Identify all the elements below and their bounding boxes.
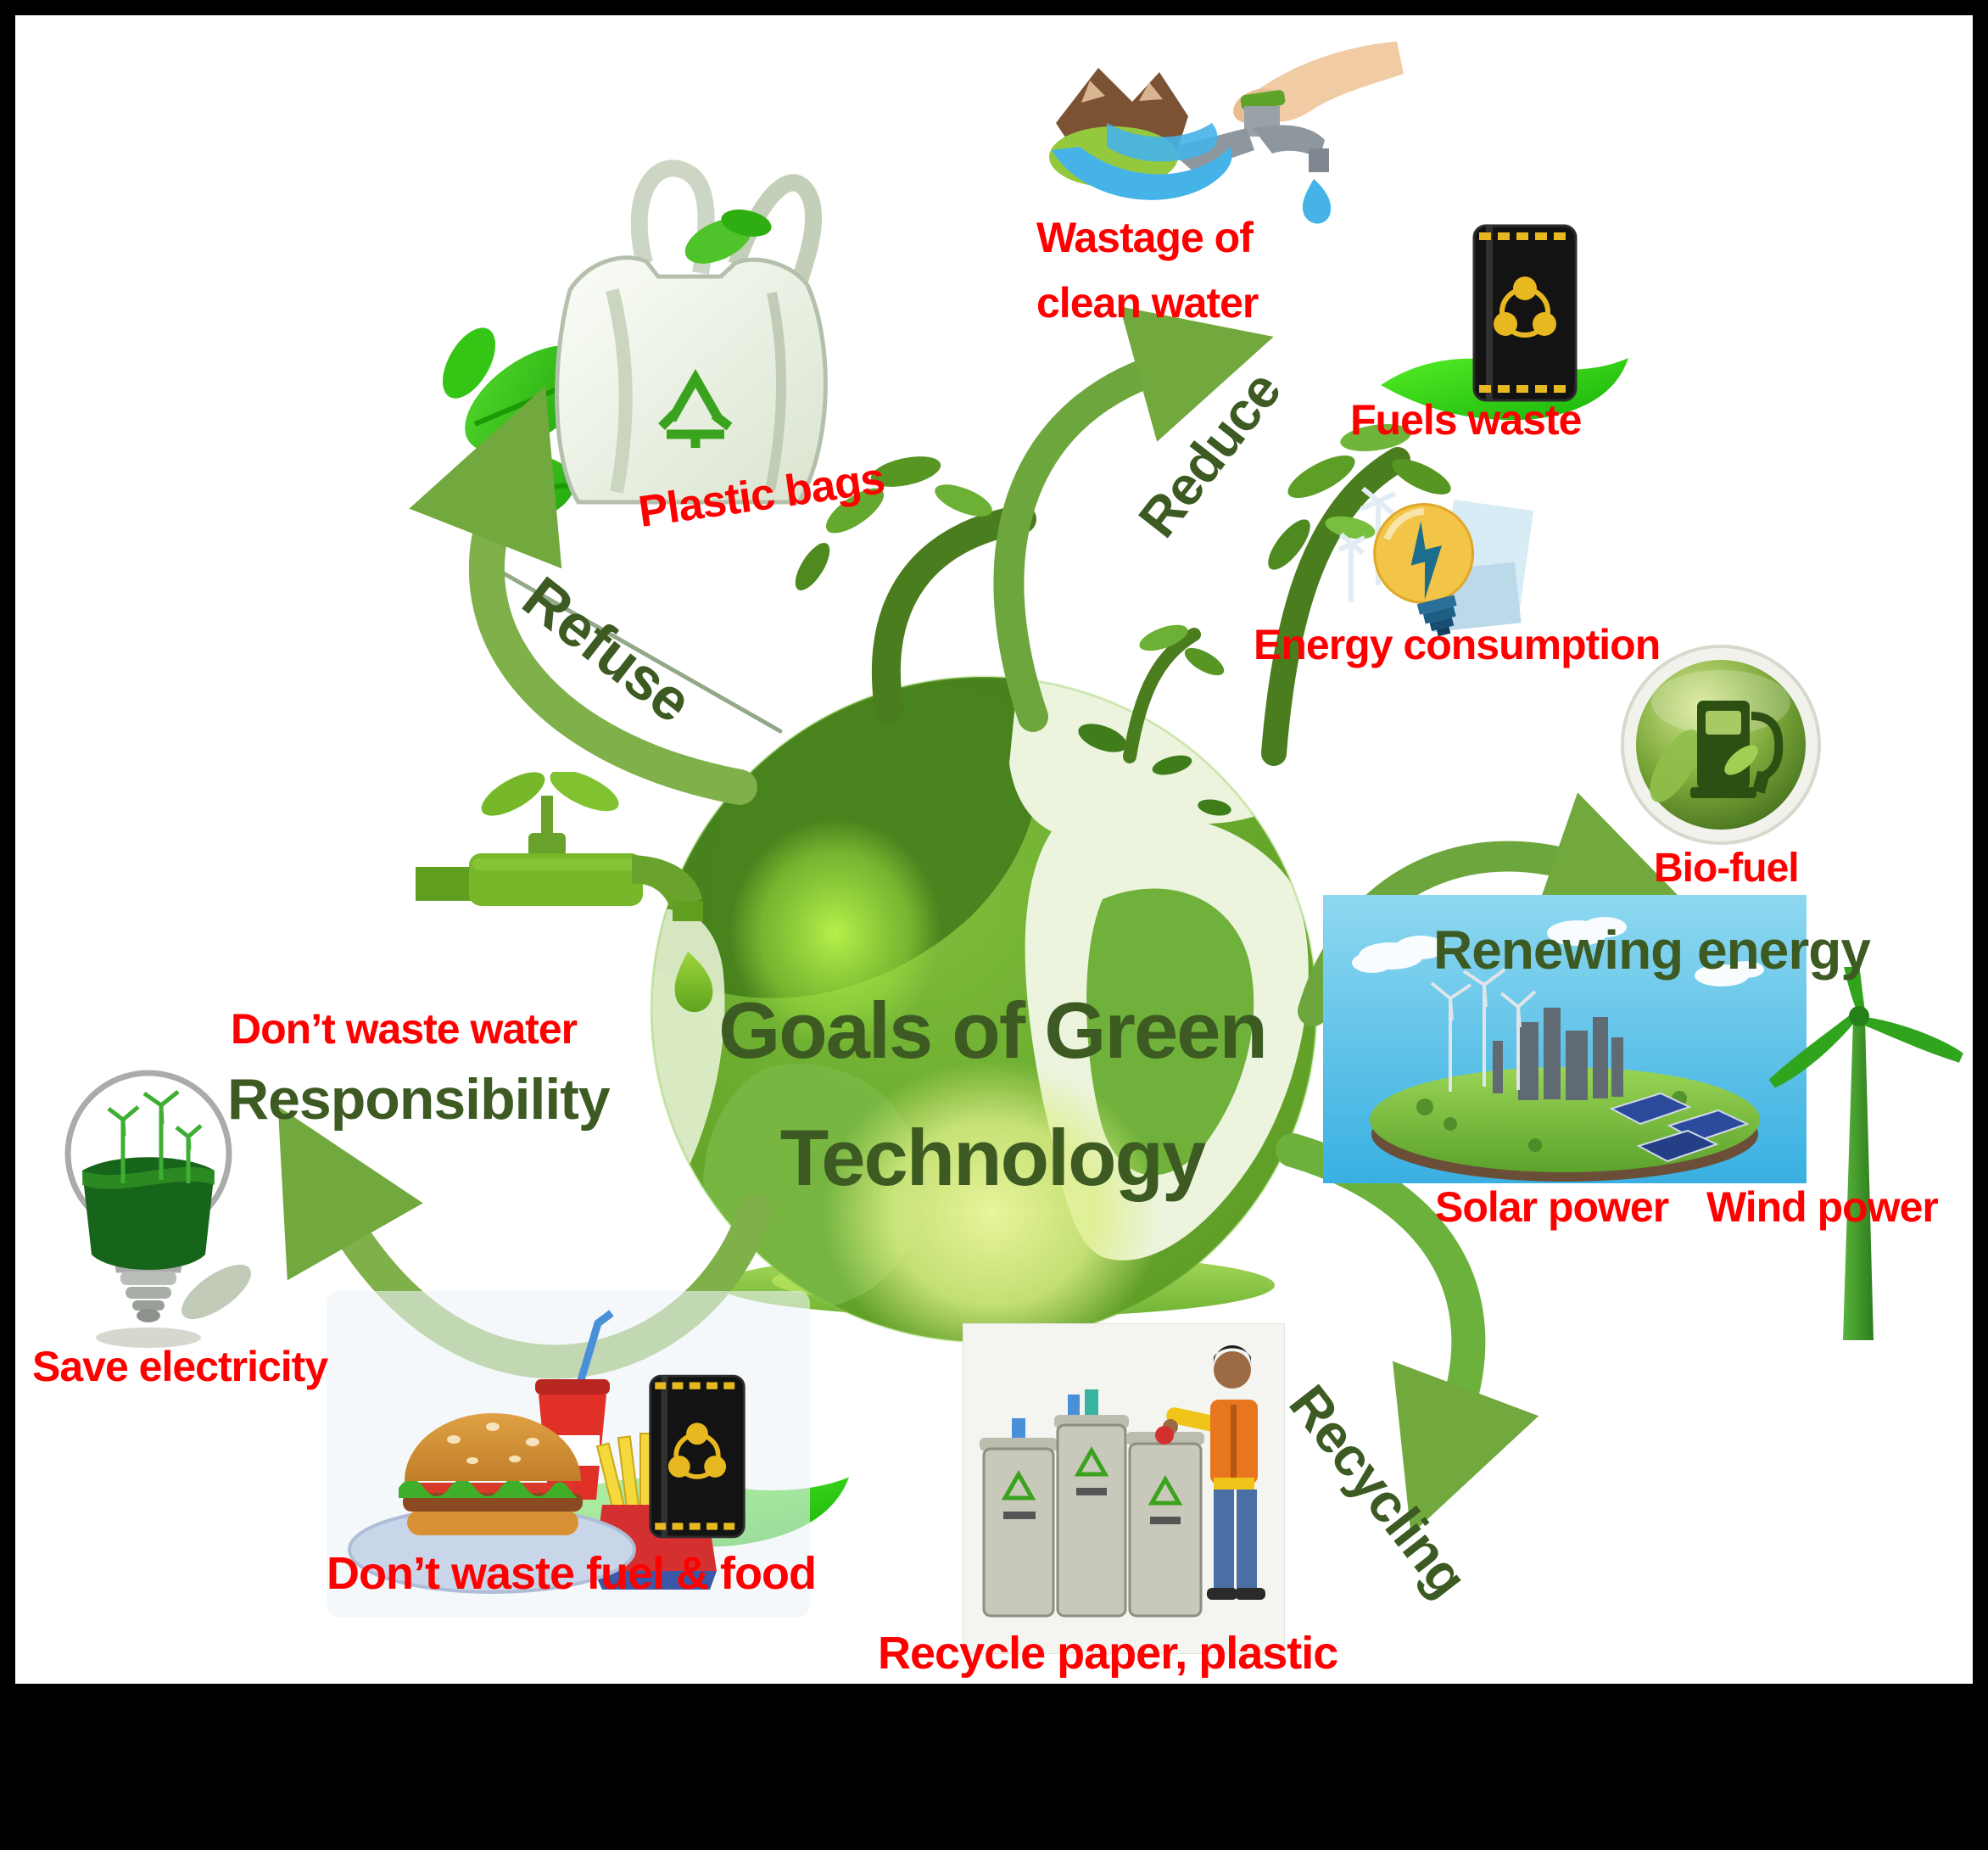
dont-waste-water-label: Don’t waste water [231, 1005, 578, 1053]
save-electricity-label: Save electricity [32, 1343, 328, 1390]
fuels-waste-label: Fuels waste [1350, 396, 1582, 444]
turbine-blades [1768, 967, 1963, 1088]
plastic-bag-icon [555, 159, 828, 505]
wind-power-label: Wind power [1706, 1183, 1939, 1231]
reduce-arrow [993, 306, 1274, 732]
fuel-barrel-icon [649, 1374, 746, 1539]
city-buildings [1493, 1008, 1623, 1100]
wind-turbine-icon [1768, 967, 1963, 1340]
page-title: Goals of Green Technology [670, 991, 1315, 1198]
water-earth-tap-icon [1049, 42, 1404, 224]
title-line-2: Technology [779, 1113, 1207, 1202]
recycle-symbol-icon [658, 368, 733, 448]
frame-bottom [0, 1684, 1988, 1850]
recycle-paper-plastic-label: Recycle paper, plastic [878, 1628, 1338, 1679]
fuel-barrel-icon [1472, 224, 1578, 402]
dont-waste-fuel-food-label: Don’t waste fuel & food [327, 1548, 817, 1599]
responsibility-label: Responsibility [227, 1067, 611, 1132]
solar-panels [1609, 1092, 1750, 1163]
solar-power-label: Solar power [1435, 1183, 1669, 1231]
burger [348, 1413, 636, 1594]
wastage-of-label-line1: Wastage of [1036, 214, 1254, 261]
refuse-arrow [409, 386, 757, 805]
energy-consumption-label: Energy consumption [1254, 621, 1661, 668]
renewing-energy-label: Renewing energy [1433, 919, 1871, 981]
bio-fuel-icon [1621, 645, 1821, 845]
recycle-bins-person-icon [963, 1323, 1285, 1654]
bio-fuel-label: Bio-fuel [1654, 846, 1800, 891]
eco-bulb-icon [64, 1070, 251, 1348]
globe-sprigs [501, 424, 1451, 766]
solar-island-icon [1323, 895, 1807, 1183]
clouds [1352, 917, 1764, 986]
recycle-bins [980, 1389, 1204, 1618]
biohazard-glyph [667, 1422, 727, 1479]
energy-bulb-icon [1337, 486, 1534, 637]
frame-right [1973, 0, 1988, 1684]
frame-top [0, 0, 1988, 15]
island-wind-turbines [1430, 968, 1537, 1092]
wastage-of-label-line2: clean water [1036, 279, 1259, 327]
title-line-1: Goals of Green [718, 986, 1268, 1075]
bulb-wind-turbines [107, 1090, 203, 1183]
biohazard-glyph [1494, 277, 1556, 338]
green-tap-icon [416, 772, 713, 1013]
frame-left [0, 0, 15, 1684]
person [1155, 1345, 1265, 1600]
